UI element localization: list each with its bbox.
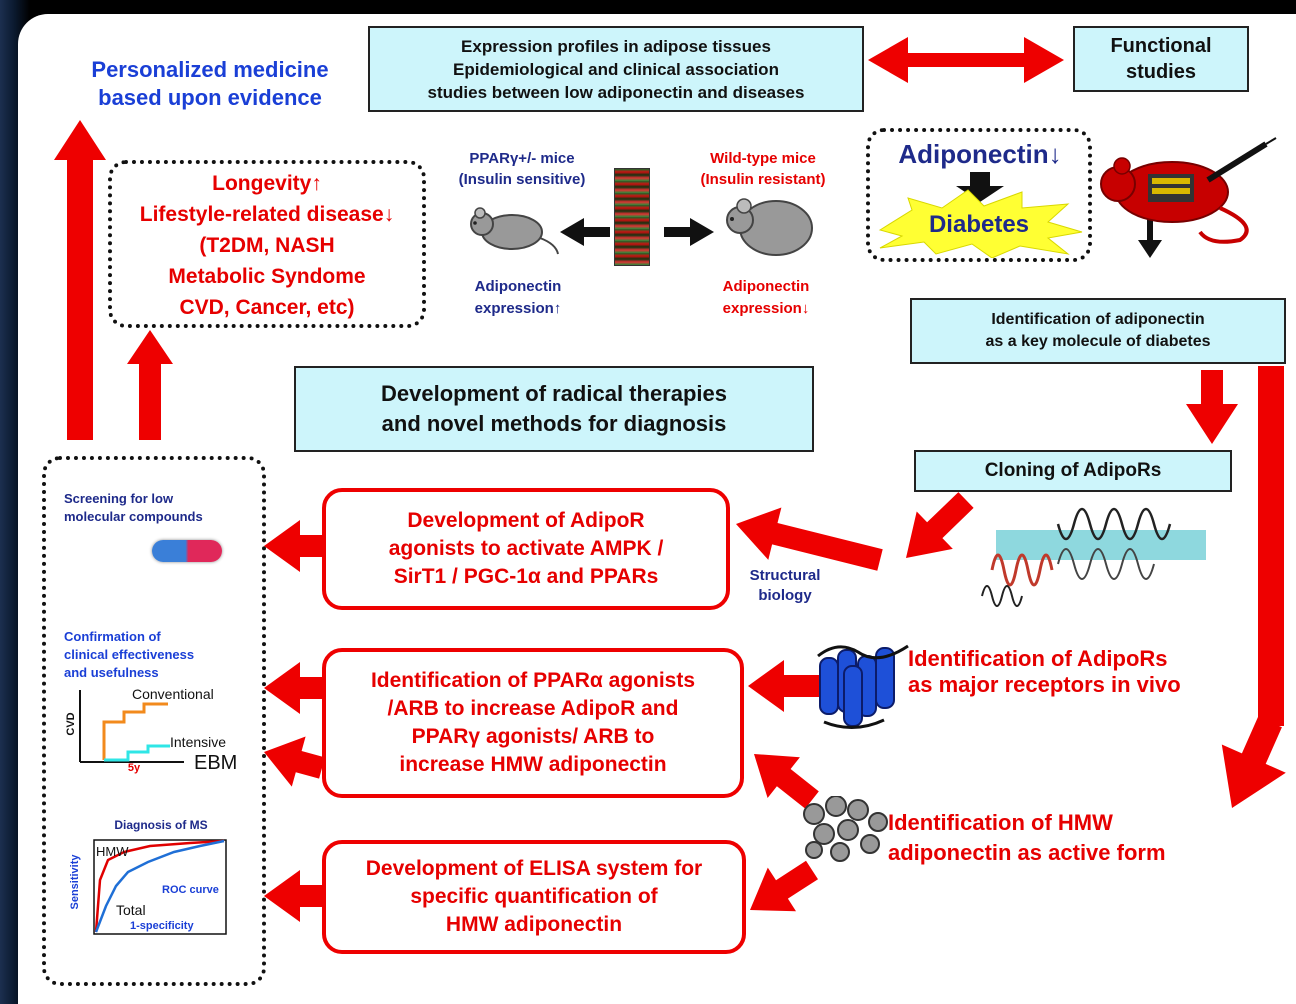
down-arrow-cloning <box>1186 370 1238 444</box>
elisa-system-box: Development of ELISA system for specific… <box>322 840 746 954</box>
adipor-membrane-icon <box>962 500 1212 608</box>
hmw-roc-line <box>94 839 225 933</box>
total-roc-line <box>94 839 225 933</box>
radical-therapies-box: Development of radical therapies and nov… <box>294 366 814 452</box>
capsule-icon <box>152 540 222 562</box>
up-arrow-longevity <box>127 330 173 440</box>
adiponectin-down-title: Adiponectin↓ <box>898 139 1062 169</box>
adiponectin-diabetes-panel <box>866 128 1092 262</box>
intensive-line <box>104 744 170 762</box>
structural-biology-label: Structural biology <box>749 567 821 604</box>
diabetes-burst-icon <box>872 168 1086 258</box>
ebm-label: EBM <box>194 752 238 774</box>
longevity-text: Longevity↑ Lifestyle-related disease↓ (T… <box>139 172 395 319</box>
mice-arrow-left <box>560 218 610 246</box>
conventional-label: Conventional <box>132 686 214 702</box>
up-arrow-personalized <box>54 120 106 440</box>
screening-label: Screening for low molecular compounds <box>64 491 203 524</box>
adipor-agonists-box: Development of AdipoR agonists to activa… <box>322 488 730 610</box>
arrow-ppar-to-confirm-2 <box>264 736 325 787</box>
hmw-active-form-text: Identification of HMW adiponectin as act… <box>888 810 1166 865</box>
hmw-adiponectin-cluster-icon <box>800 796 890 862</box>
down-arrow-hmw <box>1221 716 1286 808</box>
arrow-hmw-to-ppar <box>754 754 819 809</box>
intensive-label: Intensive <box>170 734 227 750</box>
diagnosis-ms-label: Diagnosis of MS <box>114 818 208 832</box>
adiponectin-down-label: Adiponectin expression↓ <box>722 278 810 317</box>
ppar-mouse-icon <box>466 204 562 256</box>
cvd-axis-label: CVD <box>65 712 77 736</box>
five-year-label: 5y <box>127 762 141 774</box>
wild-type-mice-label: Wild-type mice (Insulin resistant) <box>700 150 826 188</box>
specificity-axis-label: 1-specificity <box>130 920 194 932</box>
diabetes-label: Diabetes <box>928 211 1030 238</box>
total-curve-label: Total <box>116 902 146 918</box>
mice-arrow-right <box>664 218 714 246</box>
double-arrow-left <box>868 37 962 83</box>
wild-type-mouse-icon <box>716 186 816 260</box>
arrow-agonists-to-screening <box>264 520 322 572</box>
arrow-hmw-to-elisa <box>750 860 818 912</box>
adiponectin-up-label: Adiponectin expression↑ <box>474 278 562 317</box>
roc-curve-label: ROC curve <box>162 884 219 896</box>
microarray-icon <box>614 168 650 266</box>
double-arrow-right <box>962 37 1064 83</box>
ppar-mice-label: PPARγ+/- mice (Insulin sensitive) <box>458 150 586 188</box>
personalized-medicine-title: Personalized medicine based upon evidenc… <box>91 57 329 110</box>
injected-rat-icon <box>1090 136 1280 246</box>
expression-profiles-box: Expression profiles in adipose tissues E… <box>368 26 864 112</box>
functional-studies-box: Functional studies <box>1073 26 1249 92</box>
rat-down-arrow <box>1138 218 1162 258</box>
cloning-adipors-box: Cloning of AdipoRs <box>914 450 1232 492</box>
receptor-cylinders-icon <box>814 636 914 732</box>
conventional-line <box>102 702 168 760</box>
longevity-box <box>108 160 426 328</box>
arrow-cloning-to-structure <box>906 492 974 558</box>
arrow-receptors-to-ppar <box>748 660 822 712</box>
arrow-structure-to-agonists <box>736 507 883 571</box>
left-evidence-panel <box>42 456 266 986</box>
hmw-curve-label: HMW <box>96 844 129 859</box>
arrow-ppar-to-confirm-1 <box>264 662 322 714</box>
ppar-agonists-box: Identification of PPARα agonists /ARB to… <box>322 648 744 798</box>
long-right-shaft <box>1258 366 1284 726</box>
arrow-elisa-to-diagnosis <box>264 870 322 922</box>
sensitivity-axis-label: Sensitivity <box>69 854 81 910</box>
adipors-major-receptors-text: Identification of AdipoRs as major recep… <box>908 646 1181 697</box>
key-molecule-box: Identification of adiponectin as a key m… <box>910 298 1286 364</box>
confirmation-label: Confirmation of clinical effectiveness a… <box>64 629 195 680</box>
